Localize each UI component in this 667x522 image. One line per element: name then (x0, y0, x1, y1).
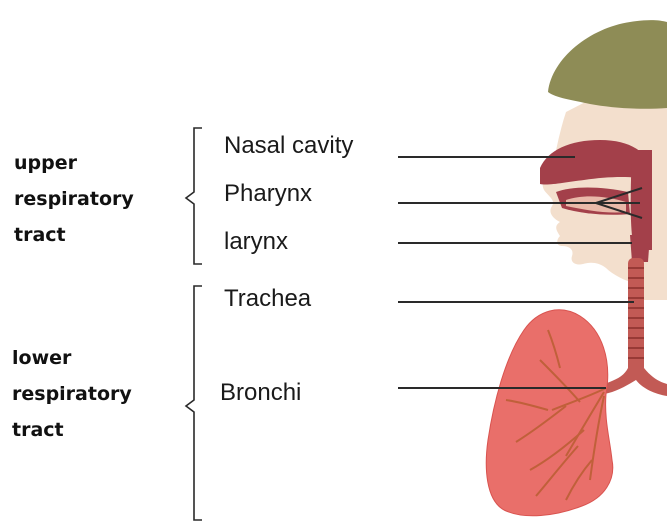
upper-label-line-1: upper (14, 145, 134, 181)
larynx-label: larynx (224, 228, 288, 256)
lower-respiratory-tract-label: lower respiratory tract (12, 340, 132, 448)
larynx-shape (630, 235, 650, 262)
upper-label-line-3: tract (14, 217, 134, 253)
bronchi-label: Bronchi (220, 379, 301, 407)
lower-label-line-2: respiratory (12, 376, 132, 412)
bronchi-fork (604, 368, 667, 396)
nasal-cavity-label: Nasal cavity (224, 132, 353, 160)
brackets (186, 128, 202, 520)
trachea-label: Trachea (224, 285, 311, 313)
upper-respiratory-tract-label: upper respiratory tract (14, 145, 134, 253)
upper-bracket (186, 128, 202, 264)
lower-label-line-1: lower (12, 340, 132, 376)
head-illustration (540, 20, 667, 300)
lower-bracket (186, 286, 202, 520)
lung-shape (486, 310, 612, 516)
upper-label-line-2: respiratory (14, 181, 134, 217)
lung-illustration (486, 310, 612, 516)
pharynx-label: Pharynx (224, 180, 312, 208)
lower-label-line-3: tract (12, 412, 132, 448)
skull-area (548, 20, 667, 109)
